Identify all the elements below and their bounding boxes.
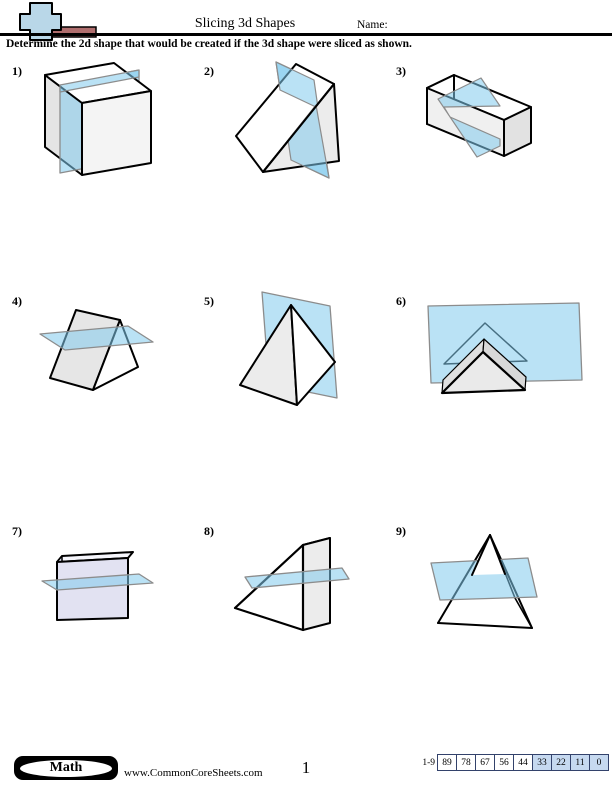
problem-number: 9): [396, 524, 406, 538]
problem-number: 6): [396, 294, 406, 308]
score-cell: 89: [437, 754, 457, 771]
slice-plane: [39, 325, 154, 351]
problem: 3): [394, 60, 586, 290]
website-text: www.CommonCoreSheets.com: [124, 767, 263, 779]
name-label: Name:: [357, 19, 388, 31]
problem: 4): [10, 290, 202, 520]
subject-label: Math: [49, 760, 83, 775]
wedge-right-face: [302, 537, 331, 631]
score-cell: 11: [570, 754, 590, 771]
wedge-front-face: [233, 543, 305, 632]
problem-figure: [430, 534, 538, 629]
problem-figure: [44, 62, 152, 176]
cube-front-face: [81, 90, 152, 176]
score-cell: 56: [494, 754, 514, 771]
problems-grid: 1) 2) 3) 4) 5) 6) 7) 8) 9): [10, 60, 586, 750]
problem-number: 4): [12, 294, 22, 308]
pyramid-apex-cap: [472, 535, 505, 575]
pyramid-edge: [471, 534, 491, 576]
problem-number: 3): [396, 64, 406, 78]
pyramid-base-edge: [514, 597, 533, 629]
problem-number: 2): [204, 64, 214, 78]
problem-figure: [239, 291, 338, 406]
box-front-face: [56, 557, 129, 621]
problem-figure: [233, 537, 350, 632]
problem: 5): [202, 290, 394, 520]
score-cell: 67: [475, 754, 495, 771]
worksheet-title: Slicing 3d Shapes: [194, 16, 296, 31]
problem-figure: [426, 74, 532, 158]
problem: 6): [394, 290, 586, 520]
problem-number: 5): [204, 294, 214, 308]
instruction-text: Determine the 2d shape that would be cre…: [6, 38, 412, 50]
page-number: 1: [301, 758, 311, 777]
score-cell: 22: [551, 754, 571, 771]
subject-badge: Math: [14, 756, 118, 780]
problem: 9): [394, 520, 586, 750]
score-cell: 78: [456, 754, 476, 771]
score-cell: 0: [589, 754, 609, 771]
slice-plane-strip: [59, 69, 140, 93]
problem-number: 7): [12, 524, 22, 538]
slice-plane: [244, 567, 350, 589]
score-cell: 44: [513, 754, 533, 771]
problem-figure: [39, 309, 154, 391]
problem-number: 1): [12, 64, 22, 78]
plus-minus-logo-icon: [8, 1, 104, 43]
pyramid-base-edge: [437, 622, 533, 629]
subject-badge-oval: Math: [20, 759, 112, 777]
score-range-label: 1-9: [422, 757, 435, 768]
prism-front-face: [440, 350, 527, 395]
pyramid-edge: [489, 534, 506, 575]
problem: 8): [202, 520, 394, 750]
problem-number: 8): [204, 524, 214, 538]
score-cell: 33: [532, 754, 552, 771]
problem-figure: [427, 302, 583, 395]
box-right-end-face: [503, 106, 532, 157]
problem: 1): [10, 60, 202, 290]
pyramid-right-face: [290, 304, 336, 406]
problem: 7): [10, 520, 202, 750]
problem-figure: [41, 551, 154, 621]
header-rule: [0, 33, 612, 36]
problem-figure: [235, 61, 340, 179]
slice-plane: [41, 573, 154, 591]
problem: 2): [202, 60, 394, 290]
slice-plane: [437, 77, 501, 158]
prism-edge: [262, 83, 335, 173]
